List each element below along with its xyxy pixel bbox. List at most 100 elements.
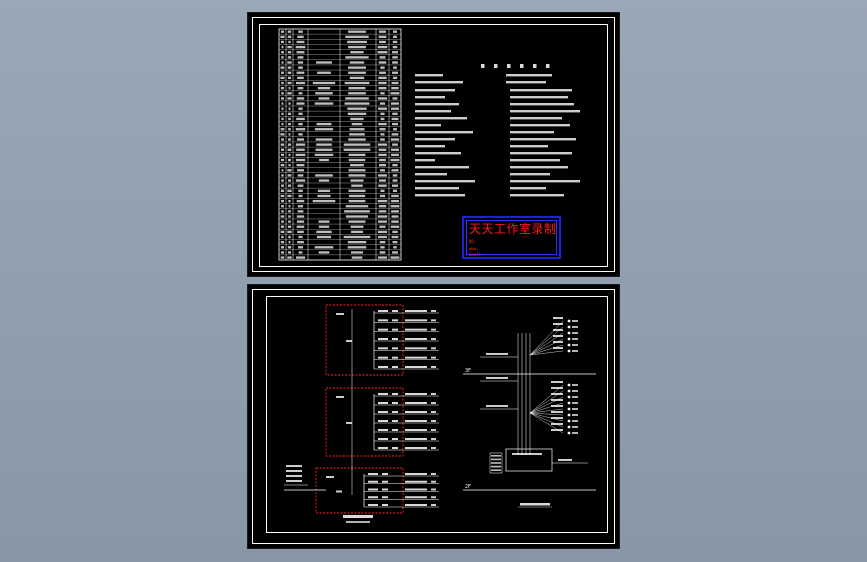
table-cell-text <box>297 87 304 90</box>
table-cell-text <box>281 117 284 121</box>
table-cell-text <box>314 128 334 131</box>
table-cell-text <box>317 194 331 198</box>
table-cell-text <box>377 143 388 146</box>
notes-heading-char <box>546 64 550 68</box>
terminal-dot <box>567 407 571 411</box>
table-cell-text <box>390 158 400 162</box>
table-cell-text <box>379 241 386 244</box>
notes-text-line <box>510 194 564 197</box>
table-cell-text <box>314 246 334 249</box>
table-cell-text <box>287 45 292 49</box>
floor-label-2f: 2F <box>465 484 471 490</box>
table-cell-text <box>351 251 363 254</box>
breaker-mark <box>392 366 398 368</box>
notes-text-line <box>510 173 550 176</box>
table-cell-text <box>378 35 387 38</box>
table-cell-text <box>280 66 285 69</box>
table-cell-text <box>379 56 386 59</box>
table-cell-text <box>348 158 366 162</box>
table-cell-text <box>378 153 387 157</box>
table-cell-text <box>390 107 400 110</box>
notes-heading-char <box>507 64 511 68</box>
table-cell-text <box>392 61 398 64</box>
notes-text-line <box>510 124 570 127</box>
table-cell-text <box>280 194 285 198</box>
table-cell-text <box>345 97 369 100</box>
breaker-label <box>368 496 378 499</box>
table-cell-text <box>391 87 399 90</box>
table-cell-text <box>298 194 303 198</box>
circuit-id <box>431 429 436 431</box>
table-cell-text <box>287 184 292 187</box>
table-cell-text <box>287 30 292 33</box>
table-cell-text <box>344 102 370 105</box>
circuit-label <box>405 420 427 422</box>
table-cell-text <box>390 225 400 228</box>
breaker-label <box>378 438 388 440</box>
table-cell-text <box>288 158 291 162</box>
table-cell-text <box>392 179 398 182</box>
terminal-row <box>491 455 501 457</box>
terminal-label <box>572 384 578 386</box>
breaker-label <box>378 310 388 312</box>
table-cell-text <box>288 205 291 208</box>
table-cell-text <box>393 246 397 249</box>
table-cell-text <box>296 102 305 105</box>
notes-text-line <box>415 124 441 127</box>
breaker-label <box>378 411 388 413</box>
riser-branch-label <box>553 323 563 325</box>
breaker-mark <box>392 338 398 340</box>
table-cell-text <box>392 122 398 126</box>
notes-heading-char <box>494 64 498 68</box>
distribution-panels <box>284 304 439 523</box>
riser-branch-label <box>553 317 563 319</box>
breaker-label <box>368 504 378 506</box>
table-cell-text <box>391 133 399 136</box>
table-cell-text <box>281 153 284 157</box>
breaker-mark <box>392 310 398 312</box>
breaker-label <box>378 420 388 422</box>
table-cell-text <box>380 112 385 115</box>
table-cell-text <box>315 148 333 151</box>
circuit-label <box>405 488 427 491</box>
table-cell-text <box>351 256 363 259</box>
table-cell-text <box>288 138 291 141</box>
notes-text-line <box>510 96 568 99</box>
notes-text-line <box>415 145 445 148</box>
riser-branch-label <box>553 341 563 343</box>
stamp-inner-border <box>466 220 557 255</box>
table-cell-text <box>281 51 284 54</box>
table-cell-text <box>288 210 291 213</box>
table-cell-text <box>377 230 388 234</box>
table-cell-text <box>348 220 366 223</box>
table-cell-text <box>295 179 306 182</box>
table-cell-text <box>288 164 291 167</box>
table-cell-text <box>348 169 366 172</box>
table-cell-text <box>287 92 292 95</box>
riser-branch-label <box>553 329 563 331</box>
riser-branch-label <box>551 381 563 383</box>
breaker-label <box>368 473 378 475</box>
table-cell-text <box>380 117 385 121</box>
table-cell-text <box>281 92 284 95</box>
riser-branch-label <box>551 387 563 389</box>
table-cell-text <box>380 246 385 249</box>
circuit-label <box>405 347 427 350</box>
breaker-label <box>378 338 388 340</box>
table-cell-text <box>288 215 291 218</box>
incoming-label <box>286 470 302 472</box>
circuit-id <box>431 356 436 359</box>
circuit-id <box>431 319 436 322</box>
table-cell-text <box>318 225 330 228</box>
riser-tap-label <box>486 405 508 407</box>
cabinet-label <box>512 453 542 455</box>
table-cell-text <box>344 81 370 85</box>
terminal-label <box>572 332 578 334</box>
table-cell-text <box>297 210 304 213</box>
table-cell-text <box>378 205 387 208</box>
table-cell-text <box>280 158 285 162</box>
panel-label <box>346 422 352 424</box>
table-cell-text <box>281 102 284 105</box>
terminal-label <box>572 402 578 404</box>
table-cell-text <box>378 184 387 187</box>
